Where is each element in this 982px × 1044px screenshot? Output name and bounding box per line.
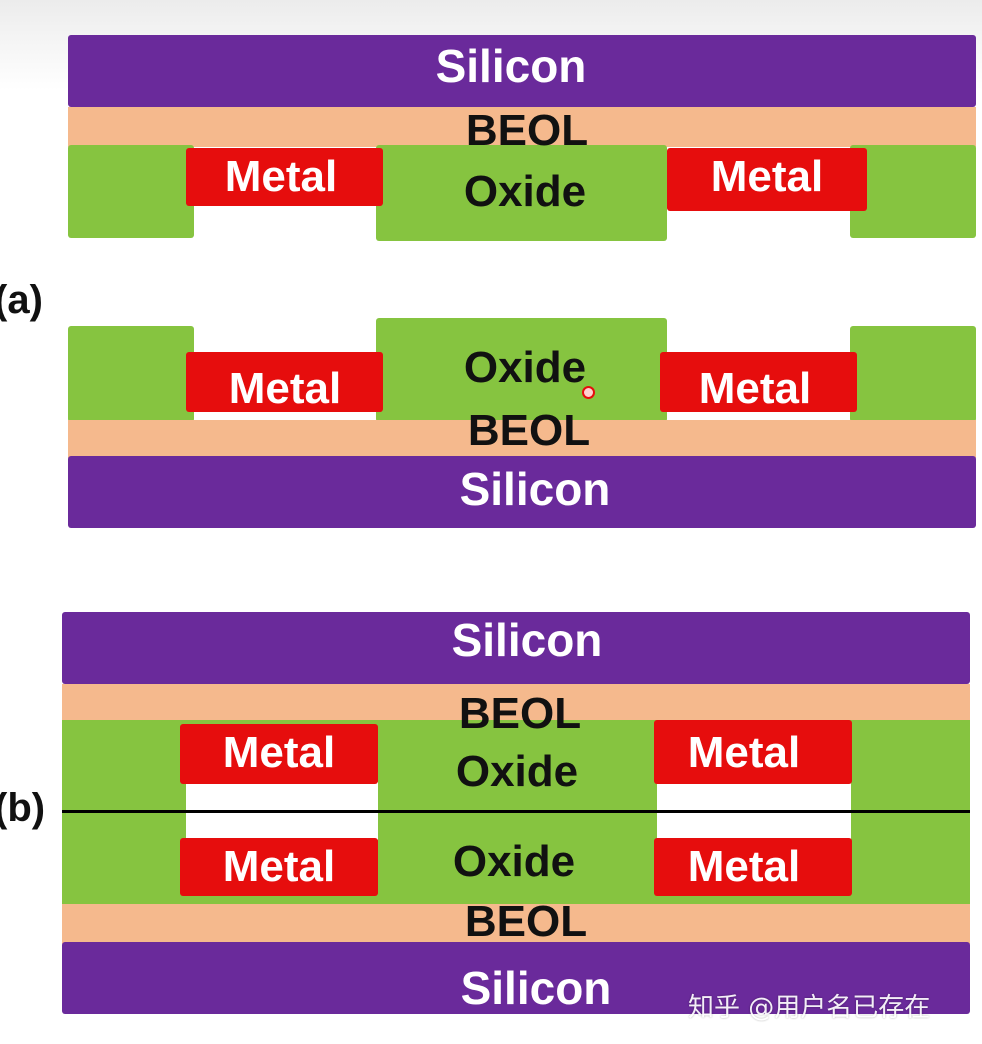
- panel-b-tag: (b): [0, 786, 46, 830]
- metal-label: Metal: [710, 152, 824, 201]
- metal-pad: [654, 838, 852, 896]
- silicon-label: Silicon: [459, 463, 611, 515]
- oxide-segment: [68, 326, 194, 422]
- metal-label: Metal: [687, 728, 801, 777]
- silicon-layer: [68, 35, 976, 107]
- oxide-label: Oxide: [452, 837, 576, 886]
- metal-label: Metal: [222, 728, 336, 777]
- oxide-label: Oxide: [463, 343, 587, 392]
- oxide-segment: [850, 145, 976, 238]
- bond-interface-line: [62, 810, 970, 813]
- oxide-label: Oxide: [455, 747, 579, 796]
- metal-pad: [180, 838, 378, 896]
- metal-pad: [186, 148, 383, 206]
- metal-pad: [654, 720, 852, 784]
- oxide-segment: [68, 145, 194, 238]
- panel-a-tag: (a): [0, 278, 43, 322]
- metal-label: Metal: [224, 152, 338, 201]
- beol-layer: [62, 684, 970, 722]
- silicon-layer: [62, 942, 970, 1014]
- metal-pad: [667, 148, 867, 211]
- silicon-label: Silicon: [460, 962, 612, 1014]
- metal-pad: [186, 352, 383, 412]
- silicon-layer: [68, 456, 976, 528]
- beol-label: BEOL: [458, 689, 582, 738]
- beol-label: BEOL: [467, 406, 591, 455]
- oxide-segment: [850, 326, 976, 422]
- silicon-layer: [62, 612, 970, 684]
- metal-label: Metal: [222, 842, 336, 891]
- beol-label: BEOL: [464, 897, 588, 946]
- silicon-label: Silicon: [435, 40, 587, 92]
- metal-pad: [660, 352, 857, 412]
- oxide-segment: [376, 318, 667, 422]
- beol-label: BEOL: [465, 106, 589, 155]
- silicon-label: Silicon: [451, 614, 603, 666]
- oxide-segment: [376, 145, 667, 241]
- watermark-text: 知乎 @用户名已存在: [688, 993, 931, 1023]
- metal-label: Metal: [698, 364, 812, 413]
- beol-layer: [62, 904, 970, 944]
- cursor-marker-icon: [582, 386, 595, 399]
- metal-label: Metal: [228, 364, 342, 413]
- beol-layer: [68, 420, 976, 458]
- metal-pad: [180, 724, 378, 784]
- beol-layer: [68, 107, 976, 147]
- oxide-label: Oxide: [463, 167, 587, 216]
- metal-label: Metal: [687, 842, 801, 891]
